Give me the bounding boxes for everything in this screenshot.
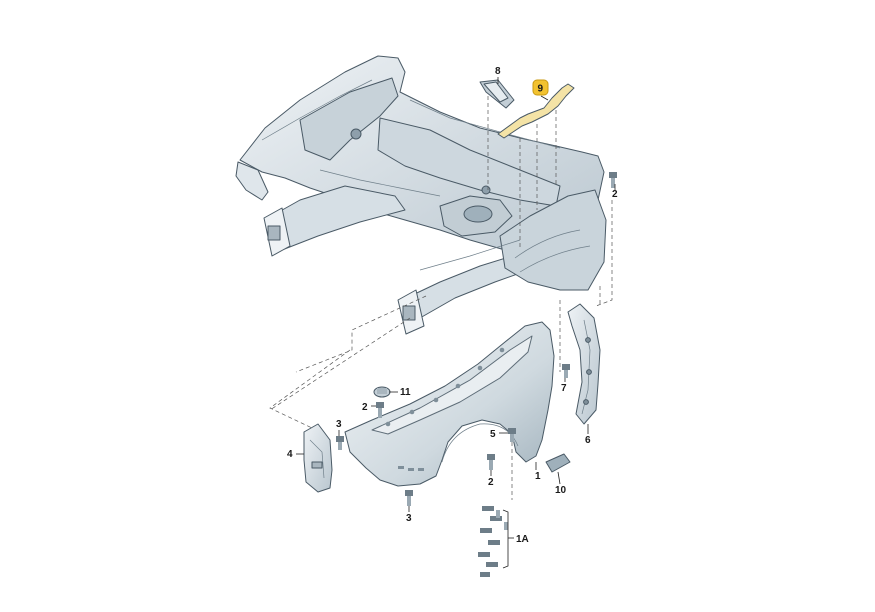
callout-7: 7 — [561, 383, 567, 394]
bracket-part-8 — [479, 79, 515, 109]
cover-part-10 — [545, 453, 571, 473]
callout-3-left: 3 — [336, 419, 342, 430]
callout-5: 5 — [490, 429, 496, 440]
support-part-6 — [567, 303, 601, 425]
clip-part-11 — [373, 386, 391, 398]
bolt-part-2-top — [609, 172, 617, 188]
fender-part-1 — [344, 321, 555, 487]
front-body-structure — [235, 55, 607, 335]
callout-9: 9 — [538, 84, 544, 95]
bolt-part-2-mid — [376, 402, 384, 418]
bolt-part-5 — [508, 428, 516, 442]
callout-1: 1 — [535, 471, 541, 482]
callout-1A: 1A — [516, 534, 529, 545]
callout-3-bottom: 3 — [406, 513, 412, 524]
callout-2-low: 2 — [488, 477, 494, 488]
callout-10: 10 — [555, 485, 567, 496]
callout-11: 11 — [400, 387, 411, 398]
bolt-part-3-bottom — [405, 490, 413, 506]
callout-labels: 8 9 2 7 6 11 2 3 4 5 2 1 10 3 1A — [287, 66, 618, 545]
callout-2-top: 2 — [612, 189, 618, 200]
bolt-part-3-left — [336, 436, 344, 450]
callout-9-highlight: 9 — [532, 79, 549, 96]
assembly-lines — [269, 96, 613, 500]
seal-strip-part-9 — [497, 83, 575, 139]
callout-8: 8 — [495, 66, 501, 77]
fasteners — [336, 172, 617, 577]
callout-2-mid: 2 — [362, 402, 368, 413]
callout-6: 6 — [585, 435, 591, 446]
fastener-kit-1A — [478, 506, 508, 577]
callout-4: 4 — [287, 449, 293, 460]
bracket-part-4 — [303, 423, 333, 493]
bolt-part-7 — [562, 364, 570, 378]
leader-lines — [296, 77, 616, 569]
bolt-part-2-low — [487, 454, 495, 470]
